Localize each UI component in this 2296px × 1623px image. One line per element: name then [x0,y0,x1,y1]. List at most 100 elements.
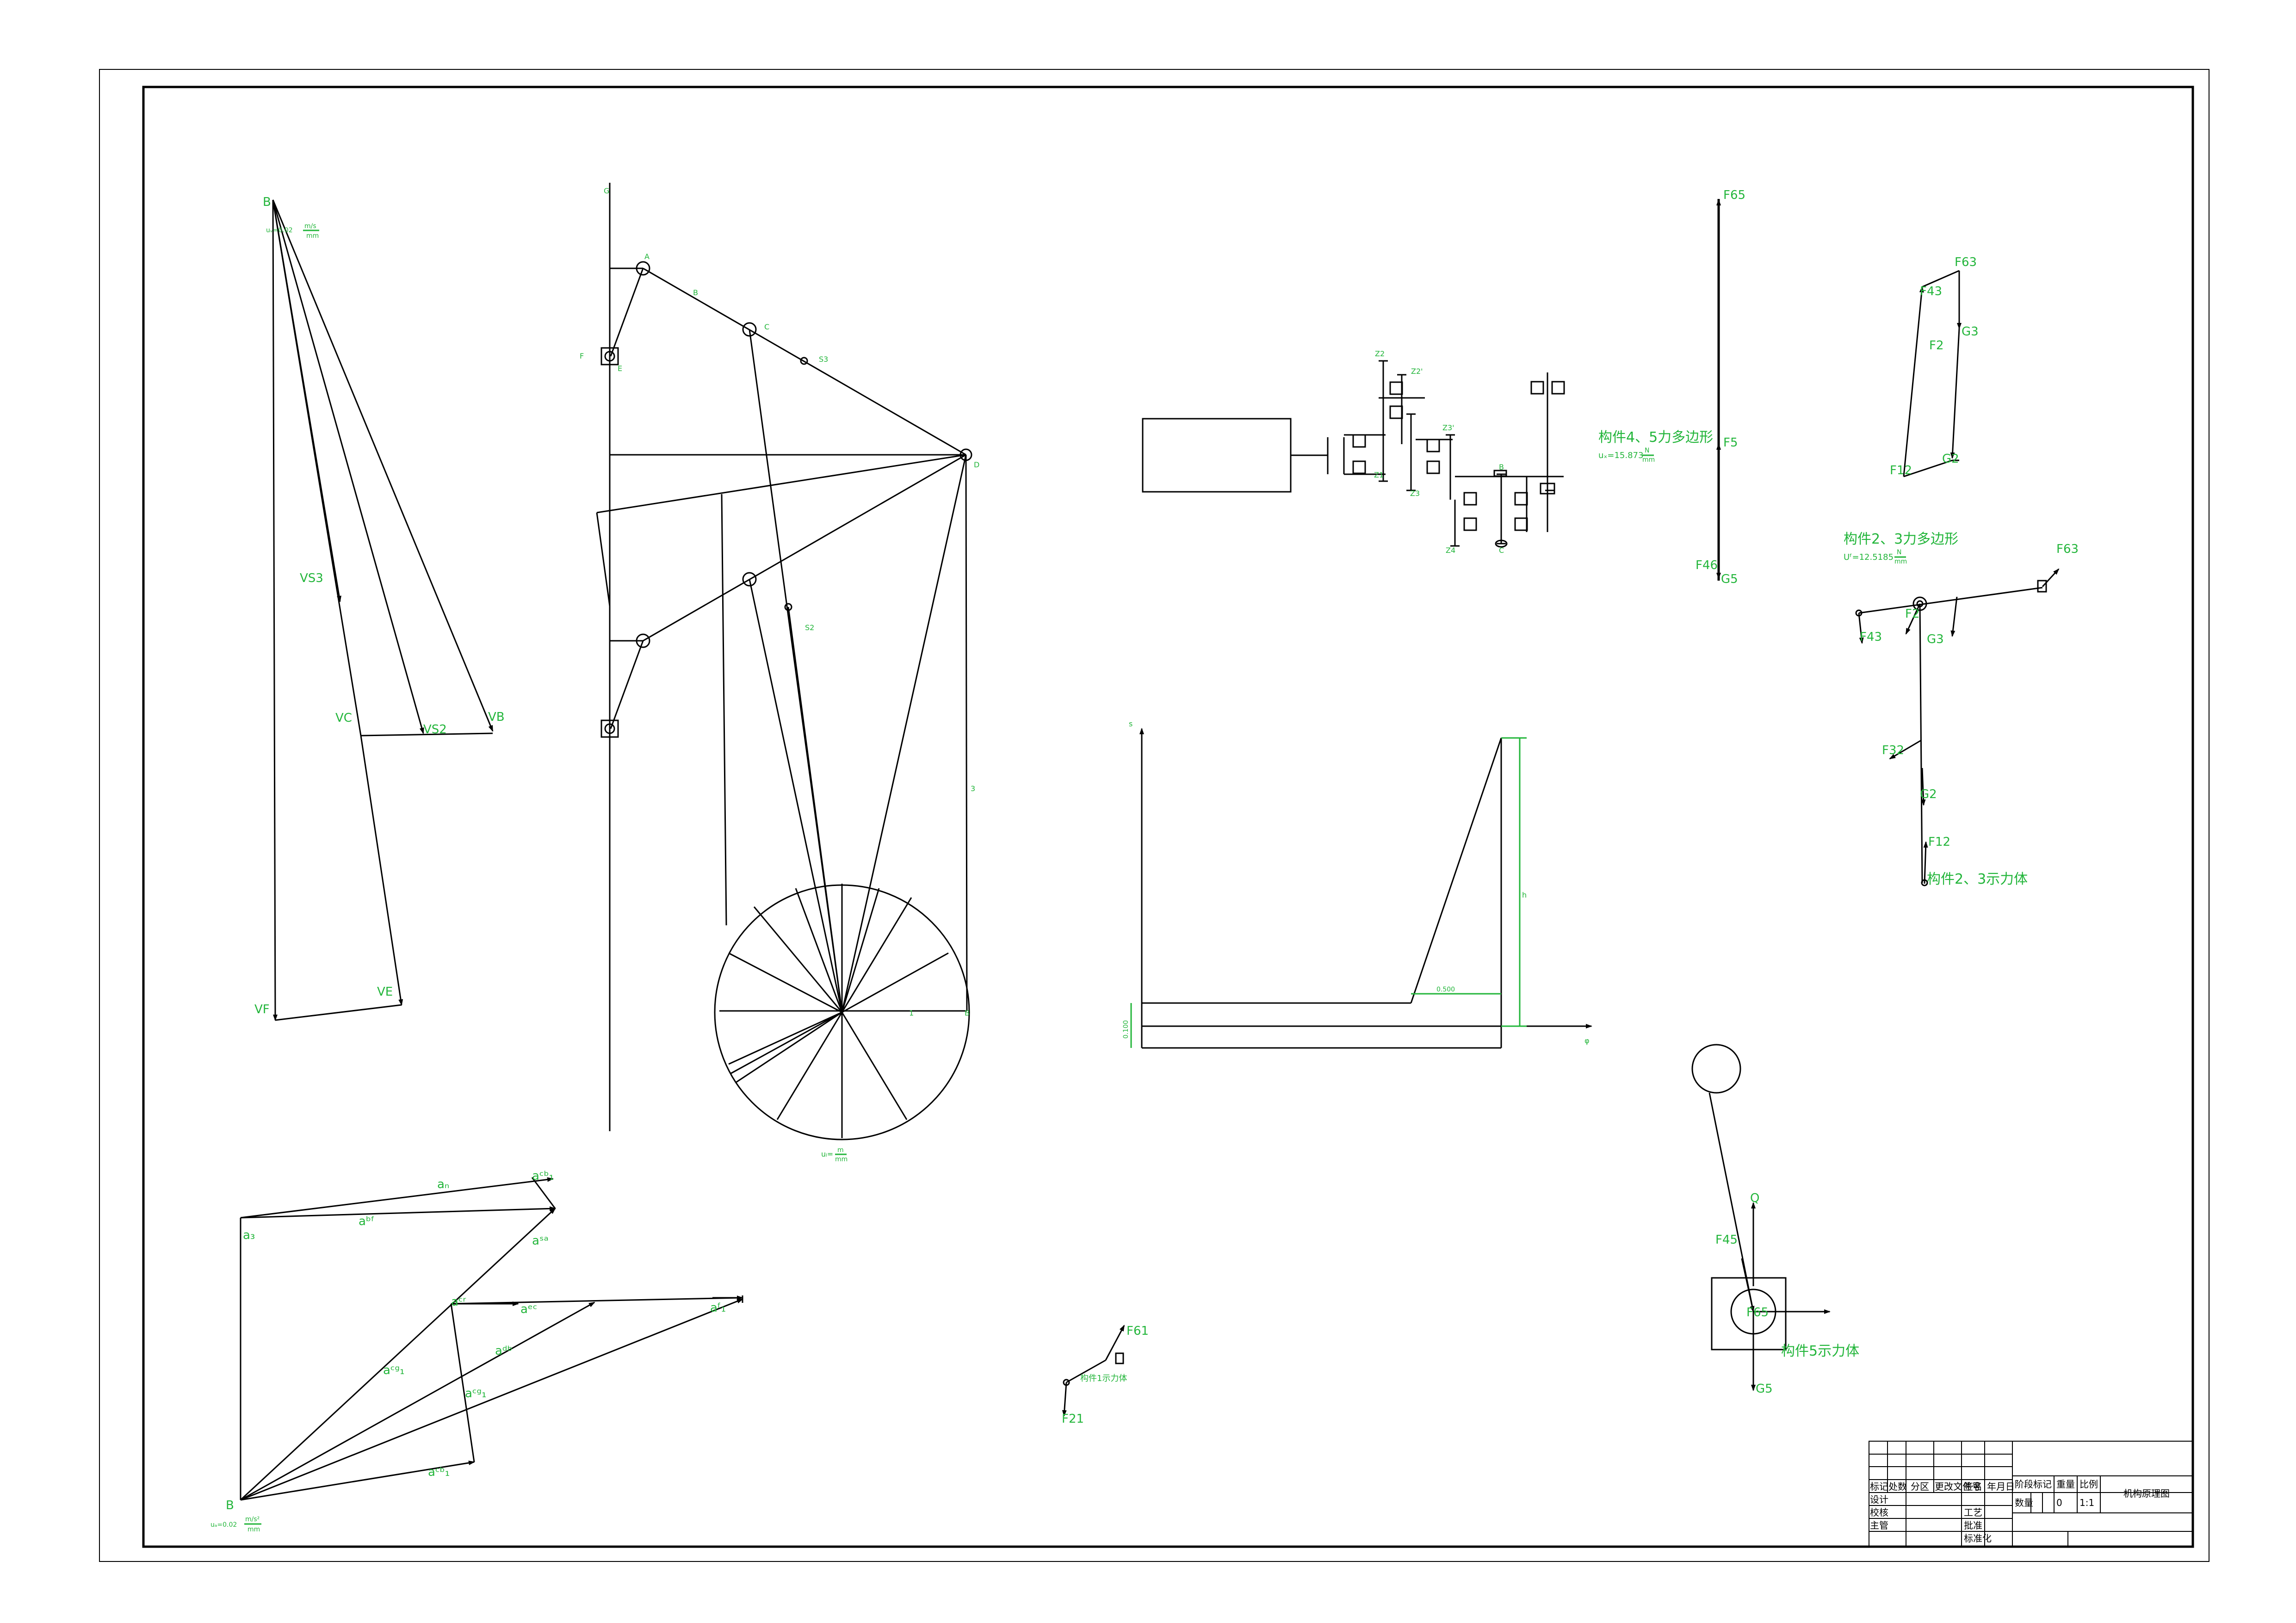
mech-label-c: C [764,322,769,331]
motion-label-h: h [1522,891,1527,899]
acc-label-cg2: aᶜᵍ₁ [465,1387,487,1400]
motion-diagram: s φ h 0.500 0.100 [1122,719,1592,1049]
fb1-f61: F61 [1126,1324,1149,1338]
fb23-caption: 构件2、3示力体 [1927,871,2028,887]
mech-label-b: B [693,288,698,297]
p45-title: 构件4、5力多边形 [1598,429,1713,446]
acc-label-cr: aᶜʳ [451,1295,466,1309]
mech-label-top: G [604,186,609,195]
fb23-g2: G2 [1920,787,1937,801]
vel-label-vs3: VS3 [300,571,323,585]
tb-approve2: 批准 [1964,1520,1982,1531]
tb-qty: 数量 [2015,1497,2033,1508]
gear-label-z4: Z4 [1446,546,1455,555]
acc-unit-num: m/s² [245,1516,260,1523]
p45-f65: F65 [1723,188,1745,202]
p23-f12: F12 [1890,464,1912,477]
motion-axis-x: φ [1584,1036,1590,1045]
fb23-unit-num: N [1897,549,1901,556]
gear-label-z2p: Z2' [1411,367,1423,376]
mech-label-a: A [644,252,650,261]
gear-label-z1: Z1 [1374,471,1384,479]
free-body-5: Q F45 F65 G5 构件5示力体 [1691,1044,1859,1396]
mech-label-side: 3 [971,784,975,793]
vel-scale: uᵥ=0.02 [266,227,293,234]
mech-unit-num: m [837,1146,844,1154]
tb-r1-1: 处数 [1888,1481,1907,1492]
fb23-g3: G3 [1927,632,1944,646]
acc-label-sa: aˢᵃ [532,1234,549,1248]
gear-label-b: B [1499,463,1504,471]
fb5-g5: G5 [1756,1382,1773,1396]
mech-label-e: E [618,364,622,373]
mech-label-d: D [974,460,979,469]
tb-stage: 阶段标记 [2015,1479,2052,1490]
vel-label-vb: VB [488,710,505,724]
mech-label-f: F [580,352,584,360]
gear-label-z2: Z2 [1375,349,1385,358]
p23-g3: G3 [1962,325,1979,339]
gear-label-c: C [1499,546,1504,555]
mech-label-b2: B [965,1009,970,1017]
free-body-23: 构件2、3力多边形 Uᶠ=12.5185 N mm F63 F43 F2 G3 … [1844,531,2079,887]
mech-label-one: 1 [909,1009,914,1017]
motion-label-d2: 0.100 [1122,1020,1130,1039]
velocity-polygon: B uᵥ=0.02 m/s mm VS3 VC VS2 VB VF VE [254,195,505,1021]
vel-point-b: B [263,195,271,209]
vel-label-ve: VE [377,985,393,999]
acc-label-r: a₃ [243,1228,255,1242]
tb-craft: 工艺 [1964,1507,1982,1518]
tb-weight: 重量 [2056,1479,2075,1490]
acc-label-db: aᵈᵇ [495,1344,513,1358]
tb-r1-2: 分区 [1911,1481,1929,1492]
fb23-unit-den: mm [1894,558,1907,565]
p45-unit-den: mm [1642,456,1655,464]
p45-unit-num: N [1645,447,1649,454]
acc-label-f: aᶠ₁ [710,1301,726,1315]
force-polygon-23: F63 F43 G3 F2 F12 G2 [1890,255,1979,477]
p45-g5: G5 [1721,572,1738,586]
tb-r1-0: 标记 [1870,1481,1888,1492]
tb-design: 设计 [1870,1494,1888,1505]
acc-point-b: B [226,1499,234,1512]
fb5-q: Q [1750,1191,1759,1205]
tb-ratio: 比例 [2079,1479,2098,1490]
tb-zero: 0 [2056,1497,2062,1508]
vel-label-vc: VC [335,711,352,725]
gear-label-z3p: Z3' [1442,423,1454,432]
tb-name: 机构原理图 [2123,1488,2170,1499]
motion-axis-y: s [1129,719,1133,728]
vel-label-vs2: VS2 [423,723,447,737]
p23-f63: F63 [1955,255,1977,269]
motion-label-d1: 0.500 [1436,986,1455,993]
vel-unit-num: m/s [304,223,316,230]
acc-unit-den: mm [248,1526,260,1533]
tb-check: 校核 [1870,1507,1888,1518]
vel-unit-den: mm [306,232,319,240]
tb-r1-3: 更改文件号 [1935,1481,1981,1492]
acc-label-an: aₙ [437,1177,449,1191]
tb-ratio-val: 1:1 [2079,1497,2094,1508]
p23-g2: G2 [1942,452,1959,466]
fb23-title: 构件2、3力多边形 [1844,531,1958,547]
acc-label-cb: aᶜᵇ₁ [532,1169,554,1183]
tb-approve: 主管 [1870,1520,1888,1531]
fb23-f2: F2 [1905,607,1920,621]
mech-unit-den: mm [835,1156,848,1163]
mech-scale: uₗ= [821,1150,833,1158]
acc-label-e: aᵉᶜ [520,1302,537,1316]
free-body-1: F61 F21 构件1示力体 [1062,1324,1149,1426]
acc-scale: uₐ=0.02 [210,1521,237,1529]
fb23-f43: F43 [1860,630,1882,644]
mech-label-s2: S2 [805,623,814,632]
acc-label-cg: aᶜᵍ₁ [383,1363,405,1377]
p45-f5: F5 [1723,436,1738,450]
acceleration-polygon: aₙ aᶜᵇ₁ a₃ aᵇᶠ aˢᵃ aᶜʳ aᵉᶜ aᶠ₁ aᵈᵇ aᶜᵍ₁ … [210,1169,743,1533]
tb-std: 标准化 [1964,1533,1992,1544]
fb5-f65: F65 [1746,1306,1769,1319]
fb1-caption: 构件1示力体 [1080,1374,1127,1383]
gear-label-z3: Z3 [1410,489,1420,498]
tb-r1-4: 签名 [1964,1481,1982,1492]
acc-label-bf: aᵇᶠ [359,1214,375,1228]
